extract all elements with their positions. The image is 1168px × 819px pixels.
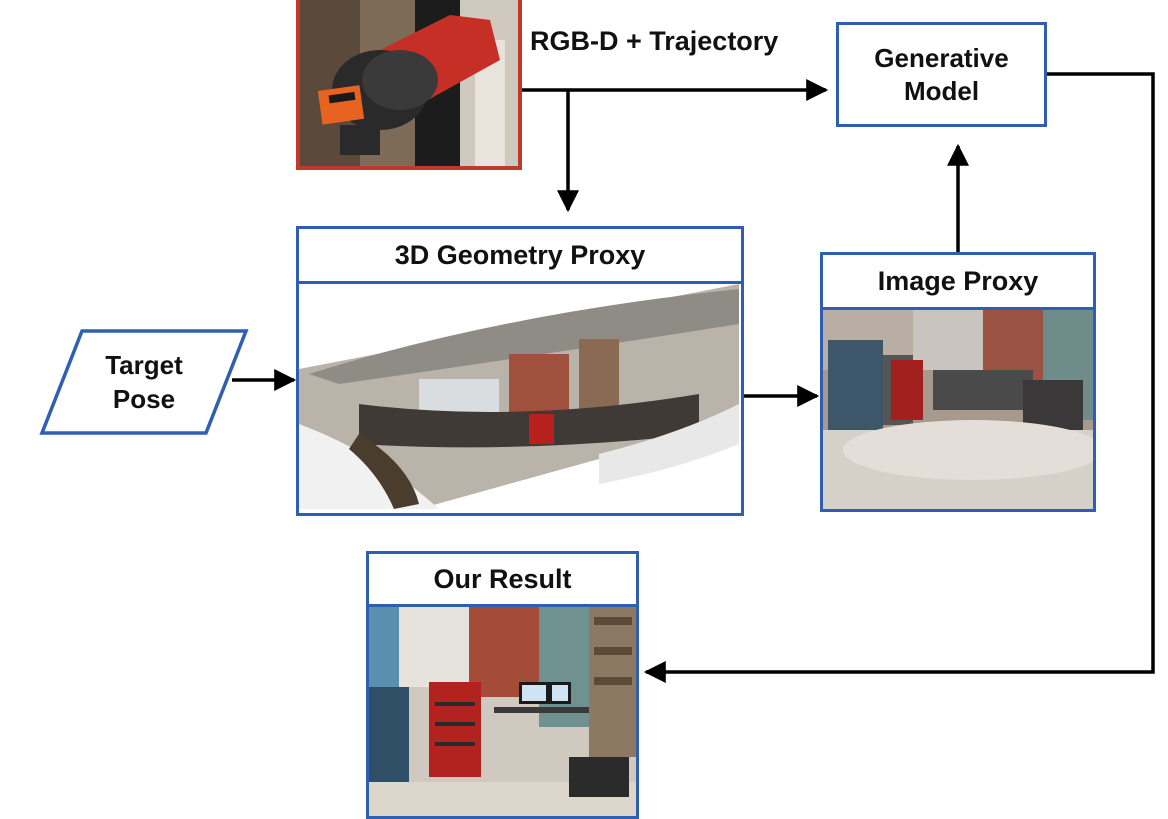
image-proxy-title: Image Proxy: [823, 255, 1093, 310]
point-cloud-illustration: [299, 284, 741, 513]
image-proxy-panel: Image Proxy: [820, 252, 1096, 512]
robot-camera-photo: [296, 0, 522, 170]
arrow-model-to-result: [643, 72, 1155, 683]
rgbd-trajectory-label: RGB-D + Trajectory: [530, 26, 779, 56]
target-pose-node: Target Pose: [38, 328, 250, 436]
generative-model-label: Generative Model: [874, 42, 1009, 106]
blurry-room-illustration: [823, 310, 1093, 509]
geometry-proxy-render: [299, 284, 741, 513]
our-result-title: Our Result: [369, 554, 636, 607]
robot-camera-illustration: [300, 0, 518, 166]
our-result-panel: Our Result: [366, 551, 639, 819]
target-pose-shape: [39, 329, 249, 435]
target-pose-label: Target Pose: [105, 350, 183, 414]
generative-model-node: Generative Model: [836, 22, 1047, 127]
geometry-proxy-title: 3D Geometry Proxy: [299, 229, 741, 284]
our-result-render: [369, 607, 636, 816]
result-room-illustration: [369, 607, 636, 816]
geometry-proxy-panel: 3D Geometry Proxy: [296, 226, 744, 516]
image-proxy-render: [823, 310, 1093, 509]
